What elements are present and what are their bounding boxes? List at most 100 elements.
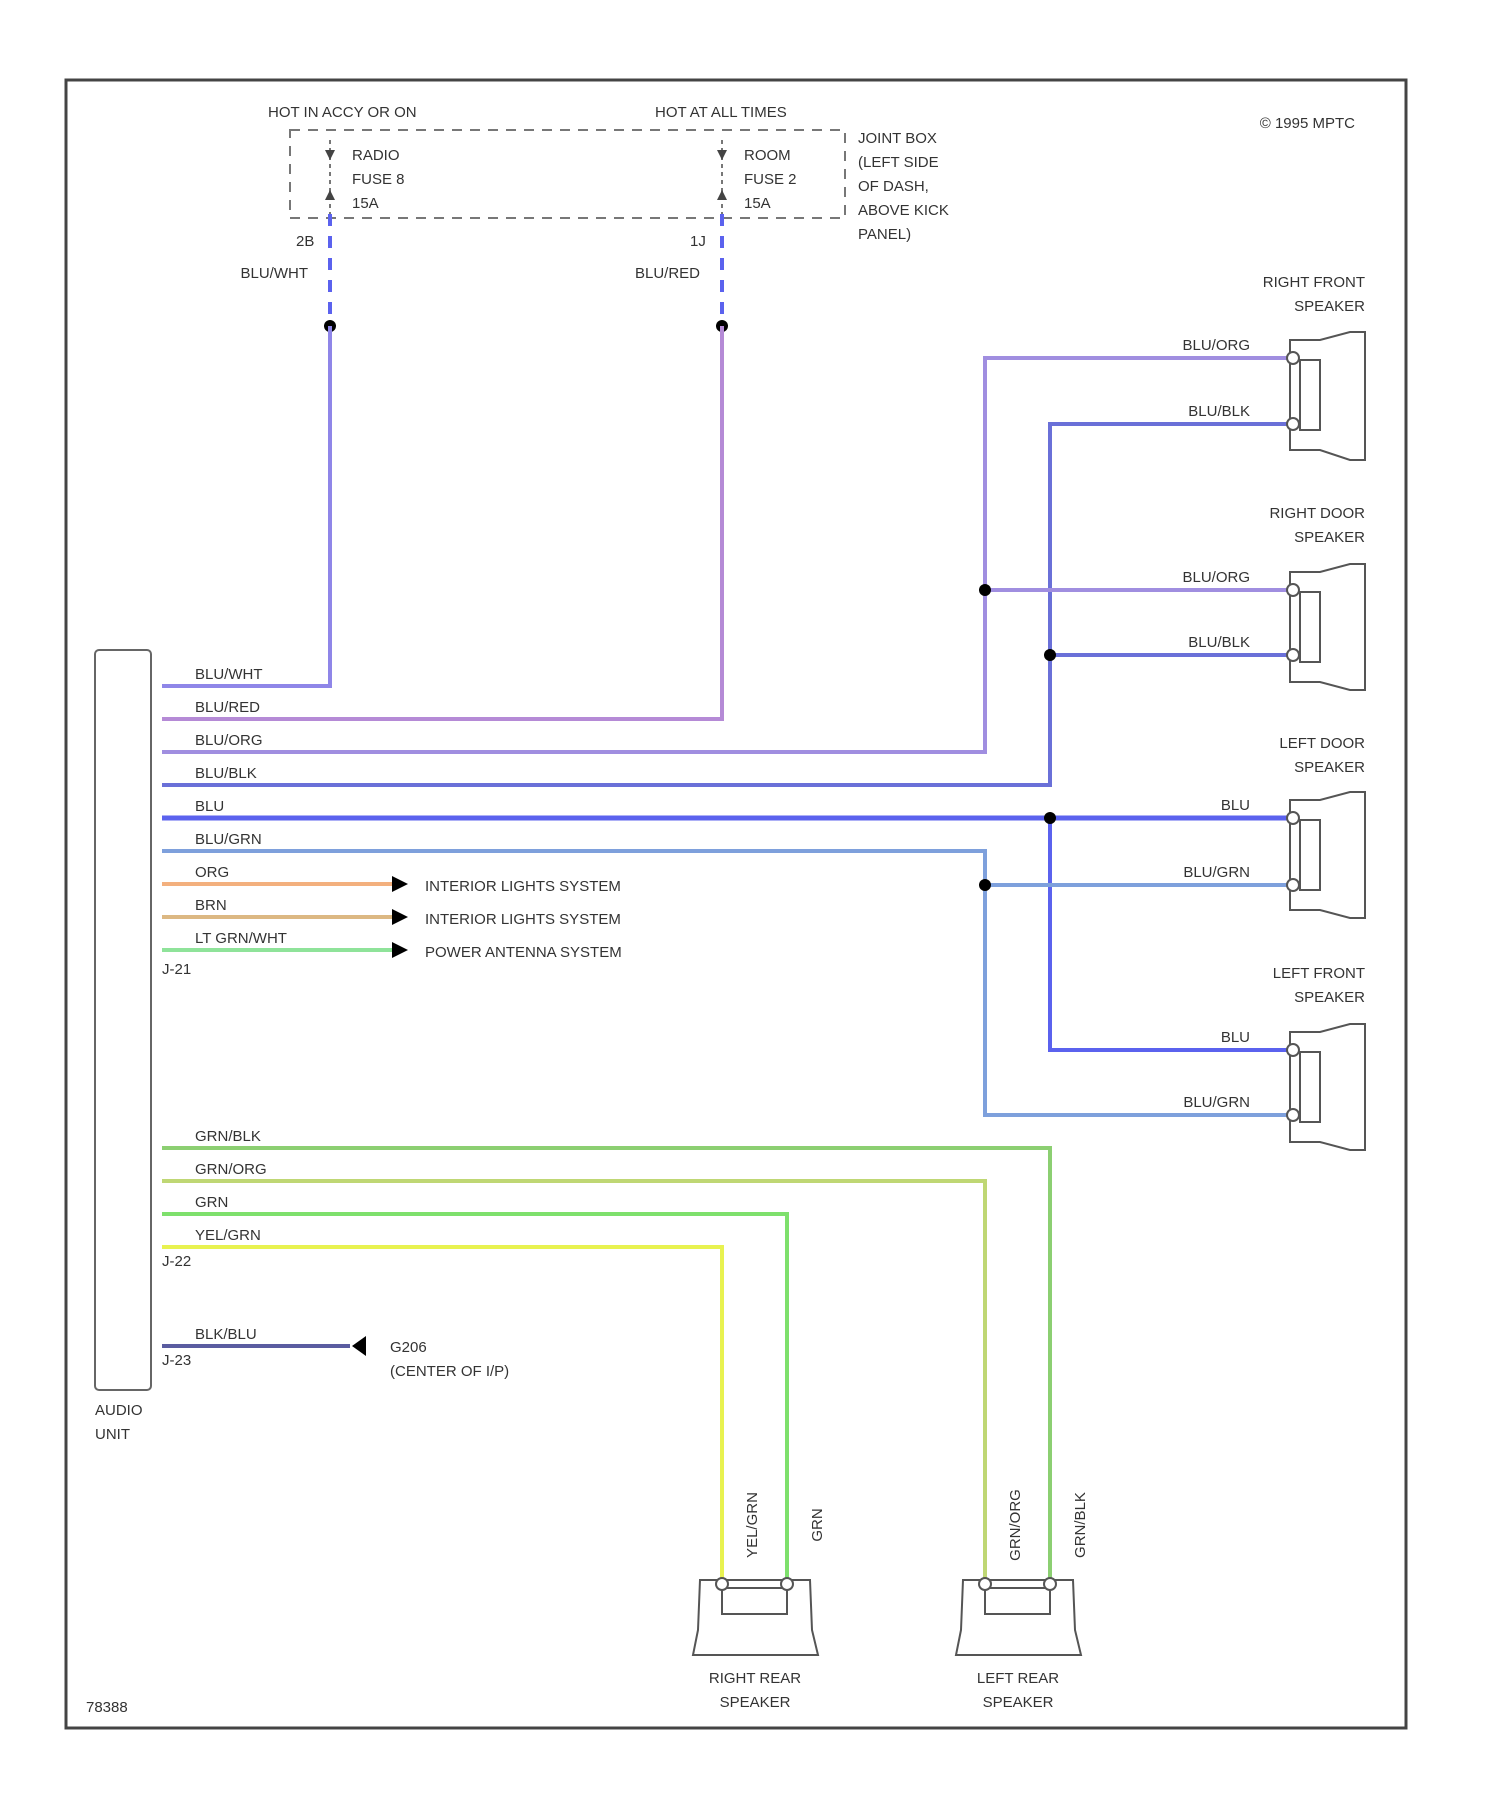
speaker-right-rear-wire-1: YEL/GRN	[744, 1492, 761, 1558]
connector-j21: J-21	[162, 961, 191, 978]
unit-wire-label-6: BLU/GRN	[195, 831, 262, 848]
speaker-left-rear-wire-1: GRN/ORG	[1007, 1489, 1024, 1561]
wire-blu-red	[162, 326, 722, 719]
unit-wire-label-8: BRN	[195, 897, 227, 914]
speaker-left-front-name-2: SPEAKER	[1294, 989, 1365, 1006]
audio-unit-body	[95, 650, 151, 1390]
speaker-right-front-wire-2: BLU/BLK	[1188, 403, 1250, 420]
splice-blu	[1044, 812, 1056, 824]
radio-fuse-terminal: 2B	[296, 233, 314, 250]
speaker-left-door-name-1: LEFT DOOR	[1279, 735, 1365, 752]
rear-wire-label-3: GRN	[195, 1194, 228, 1211]
radio-fuse-rating: 15A	[352, 195, 379, 212]
splice-blu-grn	[979, 879, 991, 891]
speaker-left-rear-name-2: SPEAKER	[983, 1694, 1054, 1711]
fuse-header-right: HOT AT ALL TIMES	[655, 104, 787, 121]
unit-wire-label-7: ORG	[195, 864, 229, 881]
speaker-left-front-wire-2: BLU/GRN	[1183, 1094, 1250, 1111]
copyright-label: © 1995 MPTC	[1260, 115, 1355, 132]
room-fuse-rating: 15A	[744, 195, 771, 212]
speaker-left-front-wire-1: BLU	[1221, 1029, 1250, 1046]
fuse-box-location-line-3: OF DASH,	[858, 178, 929, 195]
fuse-header-left: HOT IN ACCY OR ON	[268, 104, 417, 121]
audio-unit-label-line-2: UNIT	[95, 1426, 130, 1443]
fuse-box-location-line-5: PANEL)	[858, 226, 911, 243]
wire-grn	[162, 1214, 787, 1580]
destination-labels: INTERIOR LIGHTS SYSTEM INTERIOR LIGHTS S…	[390, 878, 622, 1380]
radio-fuse-name: RADIO	[352, 147, 400, 164]
speaker-left-door: LEFT DOOR SPEAKER BLU BLU/GRN	[1183, 735, 1365, 918]
fuse-box: HOT IN ACCY OR ON HOT AT ALL TIMES JOINT…	[268, 104, 949, 250]
diagram-frame	[66, 80, 1406, 1728]
arrow-interior-lights-2	[392, 909, 408, 925]
wires	[162, 326, 1290, 1580]
splice-blu-blk	[1044, 649, 1056, 661]
wire-blu-grn	[162, 851, 1290, 1115]
speaker-right-rear-name-2: SPEAKER	[720, 1694, 791, 1711]
wire-grn-org	[162, 1181, 985, 1580]
speaker-left-door-wire-2: BLU/GRN	[1183, 864, 1250, 881]
wire-blu-wht	[162, 326, 330, 686]
wire-blu-branch	[1050, 818, 1290, 1050]
speaker-right-front-name-1: RIGHT FRONT	[1263, 274, 1365, 291]
speaker-right-door-name-2: SPEAKER	[1294, 529, 1365, 546]
unit-wire-label-5: BLU	[195, 798, 224, 815]
speaker-right-front: RIGHT FRONT SPEAKER BLU/ORG BLU/BLK	[1182, 274, 1365, 460]
speaker-left-rear-wire-2: GRN/BLK	[1072, 1492, 1089, 1558]
unit-wire-label-9: LT GRN/WHT	[195, 930, 287, 947]
destination-power-antenna: POWER ANTENNA SYSTEM	[425, 944, 622, 961]
speaker-right-front-icon	[1290, 332, 1365, 460]
room-fuse: ROOM FUSE 2 15A 1J	[690, 140, 797, 250]
rear-wire-label-4: YEL/GRN	[195, 1227, 261, 1244]
speaker-right-door-wire-2: BLU/BLK	[1188, 634, 1250, 651]
splice-blu-org	[979, 584, 991, 596]
speaker-left-door-wire-1: BLU	[1221, 797, 1250, 814]
connector-j23: J-23	[162, 1352, 191, 1369]
ground-label: G206	[390, 1339, 427, 1356]
speaker-right-door-icon	[1290, 564, 1365, 690]
fuse-box-location-line-1: JOINT BOX	[858, 130, 937, 147]
rear-wire-label-1: GRN/BLK	[195, 1128, 261, 1145]
unit-wire-label-3: BLU/ORG	[195, 732, 263, 749]
ground-location: (CENTER OF I/P)	[390, 1363, 509, 1380]
speaker-left-front: LEFT FRONT SPEAKER BLU BLU/GRN	[1183, 965, 1365, 1150]
speaker-right-rear: YEL/GRN GRN RIGHT REAR SPEAKER	[693, 1492, 826, 1711]
unit-wire-label-4: BLU/BLK	[195, 765, 257, 782]
radio-fuse: RADIO FUSE 8 15A 2B	[296, 140, 405, 250]
speaker-right-rear-wire-2: GRN	[809, 1508, 826, 1541]
audio-unit-label-line-1: AUDIO	[95, 1402, 143, 1419]
unit-wire-label-1: BLU/WHT	[195, 666, 263, 683]
audio-unit: AUDIO UNIT J-21 J-22 J-23	[95, 650, 191, 1443]
speaker-left-rear: GRN/ORG GRN/BLK LEFT REAR SPEAKER	[956, 1489, 1089, 1711]
room-fuse-number: FUSE 2	[744, 171, 797, 188]
speaker-right-door: RIGHT DOOR SPEAKER BLU/ORG BLU/BLK	[1182, 505, 1365, 690]
figure-id: 78388	[86, 1699, 128, 1716]
wire-yel-grn	[162, 1247, 722, 1580]
unit-wire-labels: BLU/WHT BLU/RED BLU/ORG BLU/BLK BLU BLU/…	[195, 666, 287, 1343]
arrow-interior-lights-1	[392, 876, 408, 892]
radio-fuse-wire-label: BLU/WHT	[241, 265, 309, 282]
arrow-power-antenna	[392, 942, 408, 958]
destination-interior-lights-1: INTERIOR LIGHTS SYSTEM	[425, 878, 621, 895]
ground-symbol	[352, 1336, 366, 1356]
room-fuse-name: ROOM	[744, 147, 791, 164]
connector-j22: J-22	[162, 1253, 191, 1270]
fuse-wires: BLU/WHT BLU/RED	[241, 214, 729, 332]
speaker-right-door-name-1: RIGHT DOOR	[1269, 505, 1365, 522]
unit-wire-label-2: BLU/RED	[195, 699, 260, 716]
speaker-right-rear-icon	[693, 1580, 818, 1655]
room-fuse-terminal: 1J	[690, 233, 706, 250]
radio-fuse-number: FUSE 8	[352, 171, 405, 188]
room-fuse-wire-label: BLU/RED	[635, 265, 700, 282]
fuse-box-location-line-4: ABOVE KICK	[858, 202, 949, 219]
speaker-left-front-name-1: LEFT FRONT	[1273, 965, 1365, 982]
speaker-left-front-icon	[1290, 1024, 1365, 1150]
speaker-right-door-wire-1: BLU/ORG	[1182, 569, 1250, 586]
destination-interior-lights-2: INTERIOR LIGHTS SYSTEM	[425, 911, 621, 928]
rear-wire-label-2: GRN/ORG	[195, 1161, 267, 1178]
speaker-left-door-name-2: SPEAKER	[1294, 759, 1365, 776]
fuse-box-location-line-2: (LEFT SIDE	[858, 154, 939, 171]
speaker-right-rear-name-1: RIGHT REAR	[709, 1670, 801, 1687]
ground-wire-label: BLK/BLU	[195, 1326, 257, 1343]
